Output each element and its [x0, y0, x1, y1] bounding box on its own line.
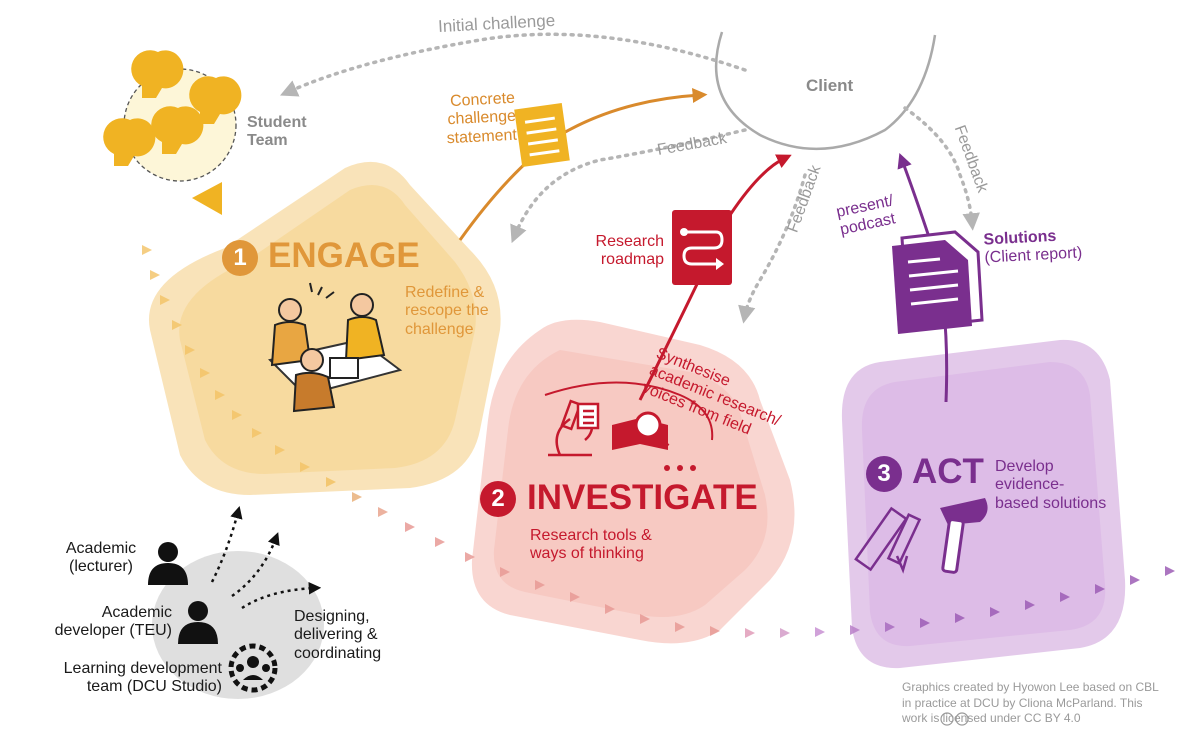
designing-line3: coordinating [294, 644, 382, 662]
investigate-number-badge: 2 [480, 481, 516, 517]
student-team-label: Student Team [247, 114, 307, 151]
roadmap-line2: roadmap [600, 251, 664, 269]
engage-number-badge: 1 [222, 240, 258, 276]
team-arrow [192, 182, 222, 215]
credit-line3: work is licensed under CC BY 4.0 [902, 711, 1081, 726]
feedback-engage-arrow [510, 128, 747, 244]
learning-line2: team (DCU Studio) [86, 678, 222, 696]
developer-label: Academic developer (TEU) [40, 604, 172, 641]
initial-challenge-arrow [280, 32, 747, 97]
investigate-desc: Research tools & ways of thinking [530, 527, 652, 564]
feedback-act-arrow [903, 106, 980, 231]
act-number-badge: 3 [866, 456, 902, 492]
student-head-icon [103, 50, 242, 166]
report-icon [892, 230, 984, 334]
meeting-illustration [268, 282, 403, 413]
progress-triangles [142, 245, 1175, 638]
act-desc: Develop evidence- based solutions [995, 458, 1106, 513]
dots-icon [664, 465, 696, 471]
engage-title: ENGAGE [268, 236, 420, 275]
credit-line1: Graphics created by Hyowon Lee based on … [902, 680, 1159, 694]
investigate-shape [471, 319, 795, 644]
cc-icon [940, 712, 969, 726]
team-blob [152, 551, 324, 699]
microscope-icon [548, 399, 600, 457]
academic-line1: Academic [65, 540, 137, 557]
student-team-line2: Team [247, 132, 288, 150]
learning-line1: Learning development [63, 660, 222, 677]
document-icon [514, 102, 570, 168]
designing-line1: Designing, [294, 608, 370, 625]
investigate-desc-line1: Research tools & [530, 527, 652, 544]
act-desc-line2: evidence- [995, 476, 1065, 494]
roadmap-icon [672, 210, 732, 285]
ruler-pencil-icon [854, 506, 922, 574]
concrete-challenge-label: Concrete challenge statement [425, 90, 518, 150]
act-title: ACT [912, 452, 984, 491]
group-gear-icon [228, 643, 278, 693]
client-label: Client [806, 76, 854, 95]
hammer-icon [940, 498, 988, 574]
learning-team-label: Learning development team (DCU Studio) [30, 660, 222, 697]
book-search-icon [612, 411, 670, 450]
research-roadmap-label: Research roadmap [582, 233, 664, 270]
designing-line2: delivering & [294, 626, 378, 644]
credit-text: Graphics created by Hyowon Lee based on … [902, 680, 1159, 727]
engage-desc: Redefine & rescope the challenge [405, 284, 489, 339]
investigate-title: INVESTIGATE [527, 478, 758, 517]
solutions-label: Solutions (Client report) [983, 226, 1083, 268]
act-desc-line3: based solutions [995, 494, 1107, 512]
developer-line1: Academic [101, 604, 172, 621]
academic-line2: (lecturer) [68, 558, 133, 576]
person-icon [148, 542, 218, 644]
designing-label: Designing, delivering & coordinating [294, 608, 381, 663]
roadmap-line1: Research [595, 233, 664, 250]
academic-label: Academic (lecturer) [56, 540, 146, 577]
engage-desc-line2: rescope the [405, 302, 489, 320]
investigate-desc-line2: ways of thinking [530, 545, 644, 563]
act-desc-line1: Develop [995, 458, 1054, 475]
team-arrows [210, 505, 322, 610]
engage-desc-line3: challenge [405, 320, 474, 338]
developer-line2: developer (TEU) [54, 622, 172, 640]
client-arc [714, 31, 937, 150]
credit-line2: in practice at DCU by Cliona McParland. … [902, 695, 1143, 710]
engage-desc-line1: Redefine & [405, 284, 485, 301]
investigate-curve [544, 381, 714, 441]
student-team-line1: Student [247, 114, 307, 131]
